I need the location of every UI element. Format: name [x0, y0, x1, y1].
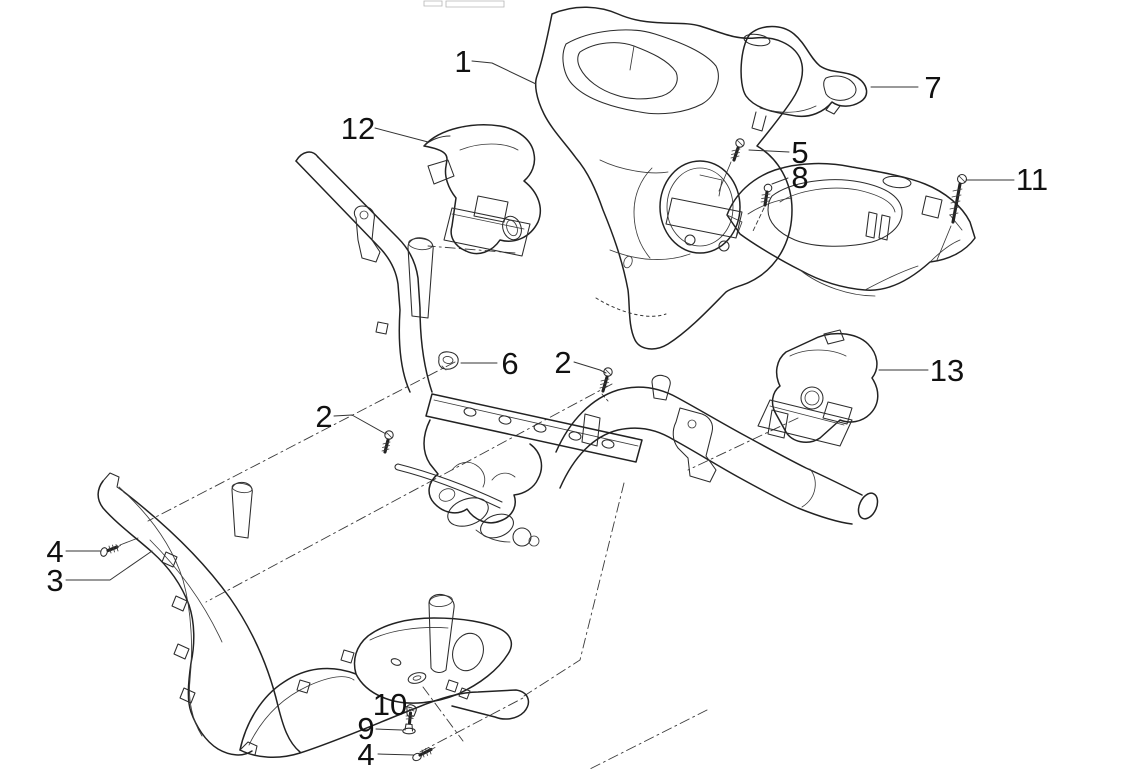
- screw-5: [730, 138, 745, 162]
- callout-label-5: 5: [791, 135, 808, 170]
- callout-label-2l: 2: [315, 399, 332, 434]
- callout-label-9: 9: [357, 711, 374, 746]
- left-stem-knob: [231, 481, 253, 539]
- callout-label-2r: 2: [554, 345, 571, 380]
- handlebar-end: [857, 492, 879, 520]
- screw-shaft: [418, 747, 433, 757]
- screw-shaft: [951, 182, 962, 224]
- lever-pocket-opening: [767, 179, 903, 247]
- callout-label-13: 13: [930, 353, 964, 388]
- screw-flange: [402, 727, 416, 735]
- callout-leader-9: [375, 728, 403, 731]
- callout-leader-2r: [573, 361, 607, 374]
- screw-9: [402, 711, 416, 735]
- front-handlebar-cover: [534, 6, 804, 350]
- steering-stem: [407, 237, 434, 319]
- screw-4-bottom: [412, 747, 436, 762]
- screw-2-right: [599, 367, 613, 393]
- cable-bundle: [447, 497, 489, 527]
- screw-8: [760, 183, 773, 207]
- callout-label-11: 11: [1016, 162, 1048, 197]
- callout-label-10: 10: [373, 687, 407, 722]
- construction-lines: [119, 161, 952, 771]
- screw-head: [100, 547, 108, 557]
- handlebar-assembly: [295, 151, 879, 547]
- callout-leader-3: [65, 550, 153, 581]
- callout-label-1: 1: [454, 44, 471, 79]
- screw-4-left: [100, 544, 121, 557]
- screw-head: [735, 138, 745, 148]
- screw-2-left: [381, 430, 394, 454]
- callout-leader-8: [771, 177, 789, 185]
- instrument-window-opening: [562, 29, 719, 115]
- mirror-hole: [743, 33, 771, 47]
- screw-11: [949, 173, 968, 224]
- headset-opening: [659, 160, 741, 254]
- deck-hole: [452, 632, 484, 672]
- callout-leader-4b: [377, 753, 415, 756]
- cable-guide-bracket: [353, 205, 381, 263]
- screw-shaft: [407, 711, 413, 725]
- callout-leader-2l: [333, 414, 387, 435]
- callout-label-6: 6: [501, 346, 518, 381]
- callout-label-3: 3: [46, 563, 63, 598]
- callout-label-4l: 4: [46, 534, 63, 569]
- callout-label-8: 8: [791, 160, 808, 195]
- clip-nut-6: [438, 351, 459, 371]
- rear-handlebar-cover: [97, 472, 530, 758]
- right-switch-housing-cover: [757, 329, 879, 447]
- callout-label-7: 7: [924, 70, 941, 105]
- callout-label-4b: 4: [357, 737, 374, 772]
- screw-shaft: [763, 190, 769, 207]
- callout-leader-10: [403, 705, 413, 709]
- callout-label-12: 12: [341, 111, 375, 146]
- bottom-stem-knob: [428, 593, 455, 673]
- switch-window: [473, 195, 509, 223]
- top-edge-artifact: [423, 0, 505, 8]
- callout-leaders: [65, 60, 1015, 756]
- screw-head: [956, 173, 968, 185]
- callout-leader-12: [374, 127, 429, 143]
- left-switch-housing-cover: [423, 124, 542, 257]
- screw-head: [763, 183, 773, 193]
- callout-leader-5: [748, 149, 790, 153]
- instrument-cover-cap: [740, 25, 868, 132]
- rear-cover-right-section: [726, 162, 976, 297]
- screw-shaft: [106, 545, 119, 553]
- callout-leader-1: [471, 60, 537, 85]
